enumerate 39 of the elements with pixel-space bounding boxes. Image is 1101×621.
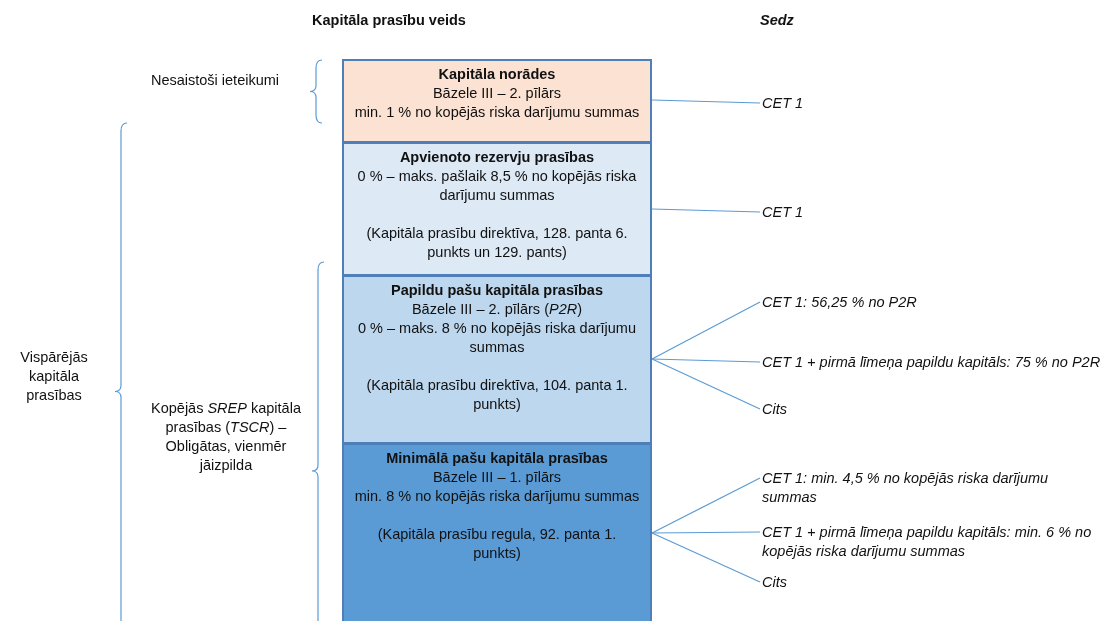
box-text: (Kapitāla prasību direktīva, 104. panta 1. punkts) — [365, 376, 629, 414]
coverage-text: Cits — [762, 400, 1082, 419]
box-heading: Kapitāla norādes — [437, 65, 557, 84]
column-heading: Kapitāla prasību veids — [312, 11, 467, 30]
coverage-text: CET 1 + pirmā līmeņa papildu kapitāls: min. 6 % no kopējās riska darījumu summas — [762, 523, 1101, 561]
coverage-text: CET 1 — [762, 203, 1082, 222]
connector-line — [651, 358, 761, 410]
coverage-text: CET 1 + pirmā līmeņa papildu kapitāls: 75 % no P2R — [762, 353, 1101, 372]
connector-line — [651, 532, 761, 583]
box-text: (Kapitāla prasību regula, 92. panta 1. punkts) — [376, 525, 618, 563]
box-text: Bāzele III – 1. pīlārs — [431, 468, 563, 487]
box-text: 0 % – maks. 8 % no kopējās riska darījumu summas — [356, 319, 637, 357]
column-heading: Sedz — [760, 11, 795, 30]
connector-line — [651, 531, 761, 534]
box-text: Bāzele III – 2. pīlārs (P2R) — [410, 300, 584, 319]
coverage-text: Cits — [762, 573, 1082, 592]
connector-line — [651, 99, 761, 104]
box-text: min. 1 % no kopējās riska darījumu summas — [353, 103, 641, 122]
connector-line — [651, 208, 761, 213]
requirement-box — [342, 275, 652, 444]
box-text: 0 % – maks. pašlaik 8,5 % no kopējās riska darījumu summas — [356, 167, 638, 205]
coverage-text: CET 1: min. 4,5 % no kopējās riska darījumu summas — [762, 469, 1092, 507]
box-heading: Minimālā pašu kapitāla prasības — [385, 449, 609, 468]
requirement-box — [342, 142, 652, 276]
bracket-label: Vispārējās kapitāla prasības — [19, 348, 89, 405]
coverage-text: CET 1: 56,25 % no P2R — [762, 293, 1082, 312]
bracket-label: Nesaistoši ieteikumi — [149, 71, 281, 90]
box-text: min. 8 % no kopējās riska darījumu summas — [353, 487, 641, 506]
coverage-text: CET 1 — [762, 94, 1082, 113]
box-text: (Kapitāla prasību direktīva, 128. panta 6. punkts un 129. pants) — [365, 224, 629, 262]
connector-line — [651, 477, 761, 534]
box-heading: Apvienoto rezervju prasības — [398, 148, 596, 167]
connector-line — [651, 358, 761, 363]
requirement-box — [342, 443, 652, 621]
requirement-box — [342, 59, 652, 143]
box-text: Bāzele III – 2. pīlārs — [431, 84, 563, 103]
bracket-label: Kopējās SREP kapitāla prasības (TSCR) – Obligātas, vienmēr jāizpilda — [150, 399, 302, 475]
connector-line — [651, 301, 761, 360]
box-heading: Papildu pašu kapitāla prasības — [390, 281, 604, 300]
